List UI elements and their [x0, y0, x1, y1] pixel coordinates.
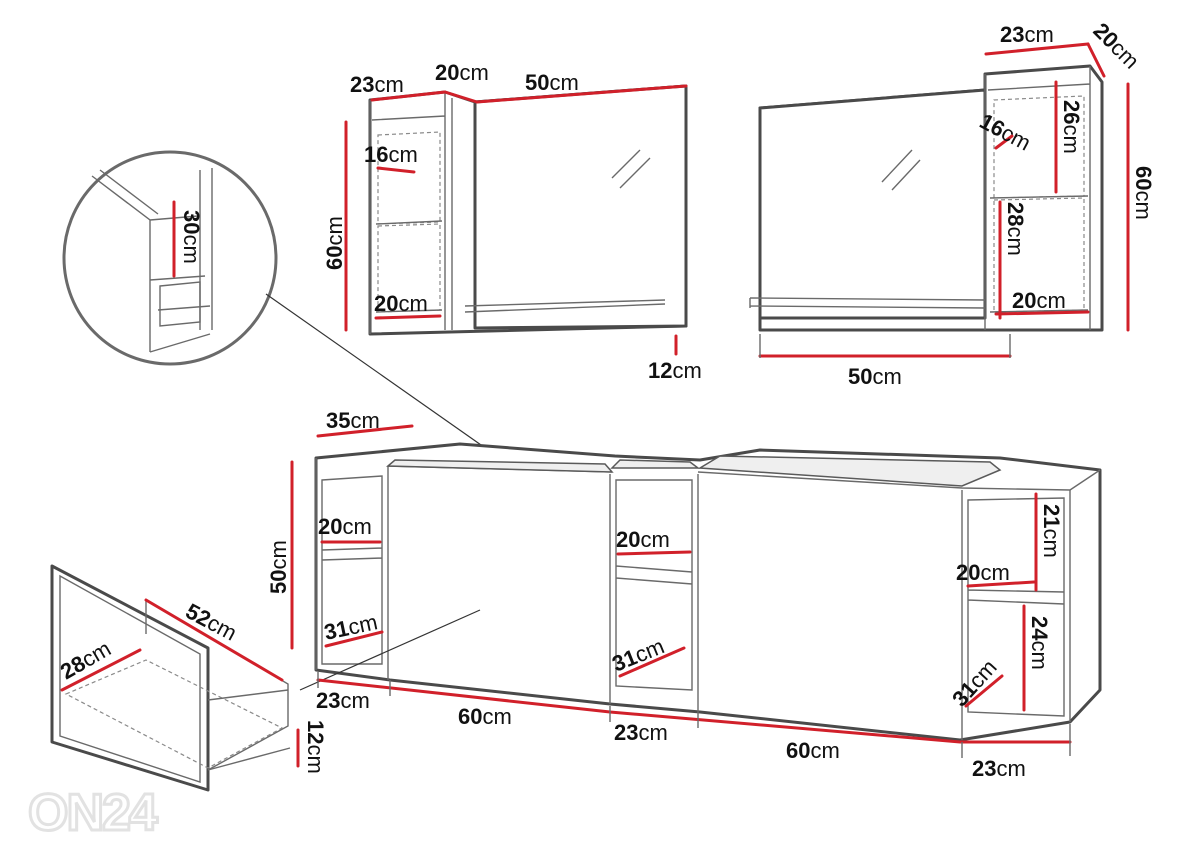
label-base-section-2: 60cm: [458, 704, 512, 729]
label-zoom-drawer-height: 30cm: [179, 210, 204, 264]
label-base-section-5: 23cm: [972, 756, 1026, 781]
dim-line-mirror-left-width: [475, 84, 688, 104]
label-cabinet-right-lower-height: 24cm: [1027, 616, 1052, 670]
drawer: [50, 564, 291, 792]
dim-line-cabinet-middle-upper: [616, 550, 692, 556]
label-mirror-left-ledge: 12cm: [648, 358, 702, 383]
label-drawer-side-height: 12cm: [303, 720, 328, 774]
dim-line-cabinet-right-lower-shelf: [964, 674, 1004, 708]
label-mirror-left-shelf-width: 20cm: [435, 60, 489, 85]
label-mirror-left-bottom-shelf: 20cm: [374, 291, 428, 316]
label-cabinet-left-shelf-upper: 20cm: [318, 514, 372, 539]
label-mirror-left-top-shelf: 16cm: [364, 142, 418, 167]
dim-line-mirror-left-bottom-shelf: [374, 314, 442, 320]
dim-line-mirror-left-shelf: [443, 90, 479, 104]
dim-line-mirror-left-top-shelf: [376, 166, 416, 174]
dim-line-mirror-right-depth: [984, 42, 1090, 56]
label-mirror-right-upper-height: 26cm: [1059, 100, 1084, 154]
label-mirror-right-bottom-shelf: 20cm: [1012, 288, 1066, 313]
label-cabinet-right-shelf-upper: 20cm: [956, 560, 1010, 585]
dim-line-mirror-right-shelf: [1086, 42, 1106, 78]
label-mirror-left-height: 60cm: [322, 216, 347, 270]
label-cabinet-middle-shelf-upper: 20cm: [616, 527, 670, 552]
dim-line-cabinet-left-lower: [324, 630, 384, 648]
label-mirror-right-top-shelf: 16cm: [976, 108, 1035, 155]
label-base-section-1: 23cm: [316, 688, 370, 713]
label-cabinet-right-upper-height: 21cm: [1039, 504, 1064, 558]
dim-line-cabinet-top-depth: [316, 424, 414, 438]
watermark-logo: ON24: [28, 784, 158, 842]
label-base-section-3: 23cm: [614, 720, 668, 745]
base-cabinet: [299, 442, 1102, 742]
mirror-cabinet-right: [749, 64, 1104, 332]
label-mirror-left-depth: 23cm: [350, 72, 404, 97]
label-cabinet-height: 50cm: [266, 540, 291, 594]
dim-line-cabinet-middle-lower: [618, 646, 686, 678]
label-cabinet-top-depth: 35cm: [326, 408, 380, 433]
dim-line-mirror-right-bottom-shelf: [994, 310, 1090, 316]
dim-line-base-front: [316, 678, 1072, 744]
label-mirror-right-shelf-width: 20cm: [1088, 18, 1144, 74]
dim-line-drawer-depth: [144, 598, 284, 682]
dim-line-cabinet-right-shelf: [966, 580, 1036, 588]
dim-line-mirror-left-depth: [370, 90, 447, 102]
label-mirror-right-width: 50cm: [848, 364, 902, 389]
label-cabinet-left-shelf-lower: 31cm: [322, 609, 380, 645]
label-base-section-4: 60cm: [786, 738, 840, 763]
label-mirror-right-height: 60cm: [1131, 166, 1156, 220]
dim-line-drawer-front: [60, 648, 142, 692]
label-mirror-left-width: 50cm: [525, 70, 579, 95]
dim-line-mirror-right-top-shelf: [994, 134, 1014, 150]
label-mirror-right-depth: 23cm: [1000, 22, 1054, 47]
label-mirror-right-lower-height: 28cm: [1003, 202, 1028, 256]
